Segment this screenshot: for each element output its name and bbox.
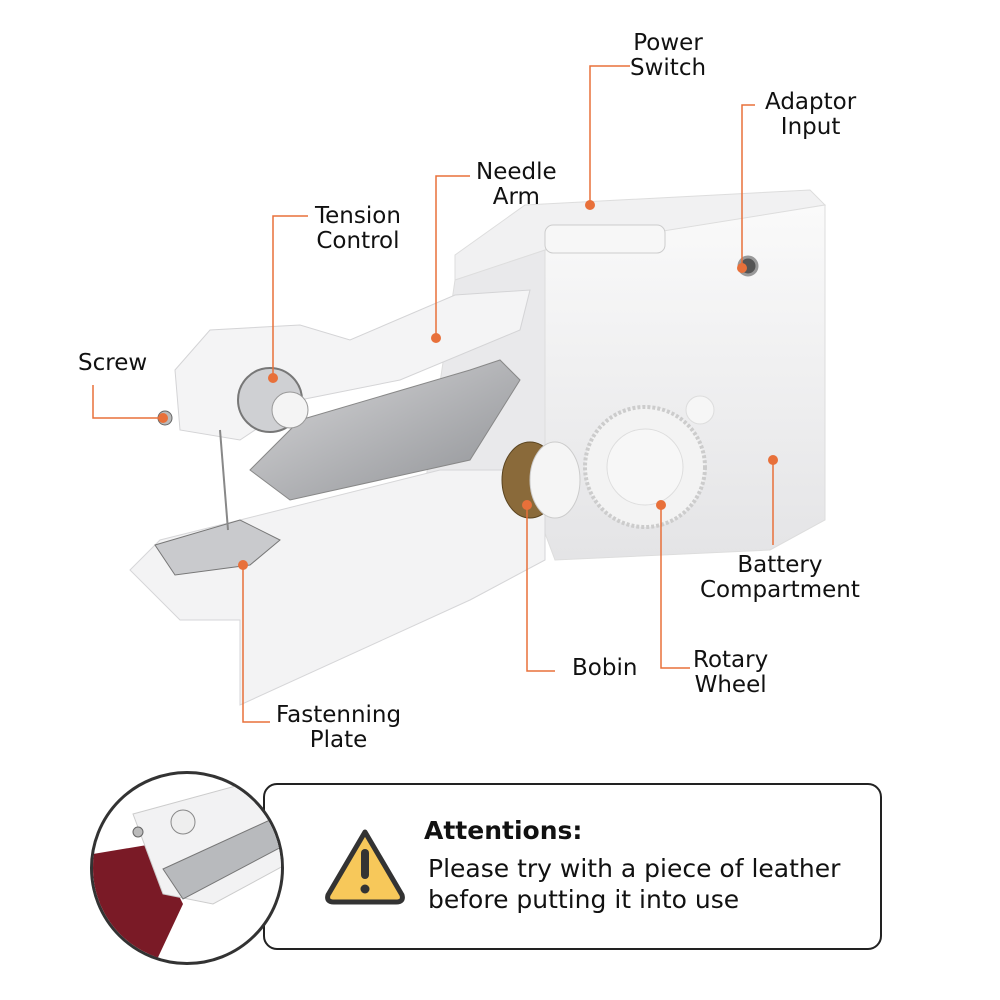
leader-screw [92, 385, 163, 419]
leader-lines [92, 65, 774, 723]
metal-mechanism [249, 359, 521, 501]
presser-foot [154, 519, 281, 576]
leader-bobin [526, 505, 555, 672]
usage-illustration [93, 783, 281, 962]
attention-title: Attentions: [424, 816, 583, 845]
leader-fastenning-plate [242, 565, 270, 723]
label-bobin: Bobin [572, 655, 638, 681]
leader-tension-control [272, 215, 308, 378]
leader-adaptor-input [741, 104, 755, 268]
leader-rotary-wheel [660, 505, 690, 669]
machine-base [129, 469, 546, 706]
label-screw: Screw [78, 350, 148, 376]
usage-photo-inset [90, 771, 284, 965]
attention-text: Please try with a piece of leather befor… [428, 853, 840, 915]
leader-dots [158, 200, 778, 570]
attention-line-2: before putting it into use [428, 885, 740, 914]
leader-needle-arm [435, 175, 470, 338]
leader-power-switch [589, 65, 630, 205]
attention-line-1: Please try with a piece of leather [428, 854, 841, 883]
